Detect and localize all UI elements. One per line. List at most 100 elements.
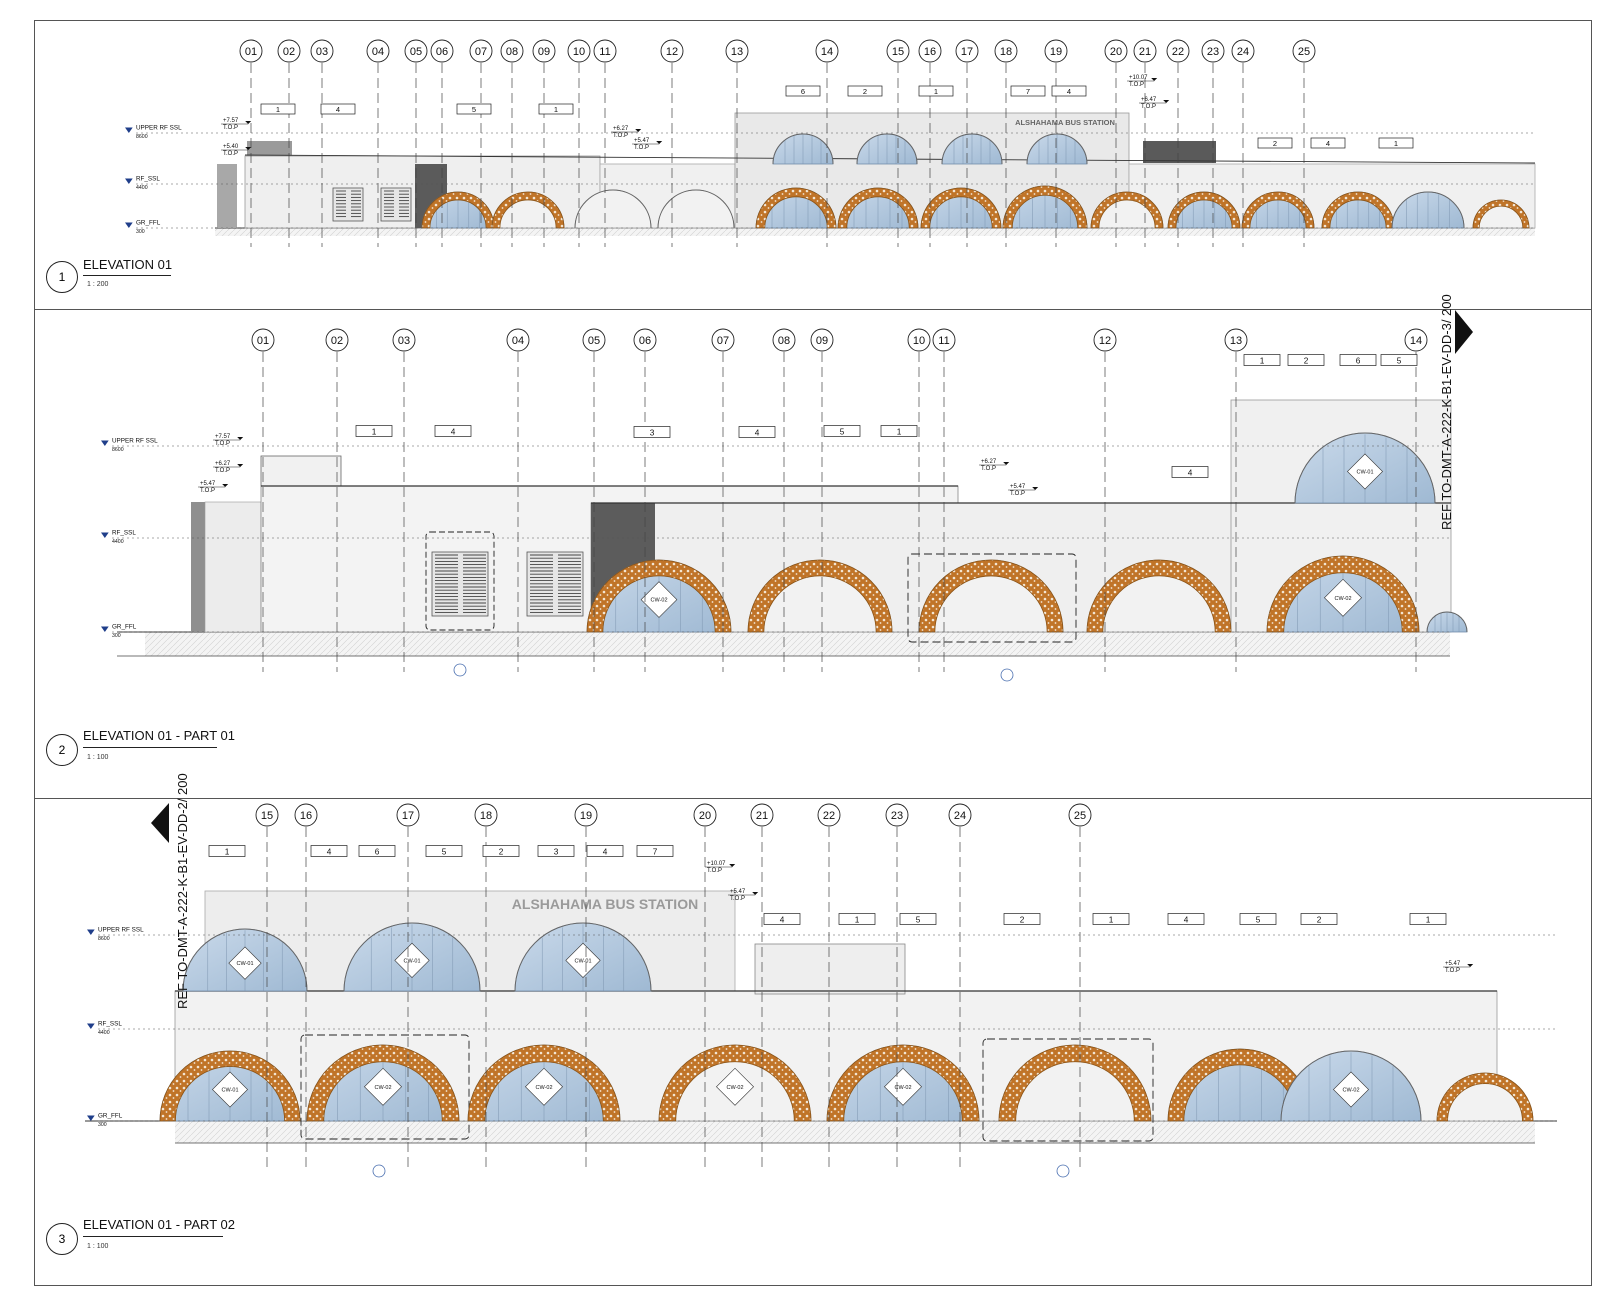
level-value: 300 xyxy=(136,229,145,235)
arch-bay: CW-02 xyxy=(1280,1050,1422,1122)
grid-label: 11 xyxy=(599,46,610,58)
grid-label: 20 xyxy=(699,810,711,822)
view-number-badge: 2 xyxy=(46,734,78,766)
top-elevation-value: +10.07 xyxy=(1129,75,1148,81)
grid-bubble xyxy=(772,328,796,352)
top-arrow-icon xyxy=(237,464,244,467)
grid-bubble xyxy=(239,39,263,63)
grid-label: 15 xyxy=(892,46,904,58)
material-tag-label: 1 xyxy=(225,847,230,856)
top-elevation-value: +10.07 xyxy=(707,861,726,867)
grid-bubble xyxy=(366,39,390,63)
grid-label: 18 xyxy=(480,810,492,822)
material-tag-box xyxy=(785,85,821,97)
top-elevation-value: +6.27 xyxy=(613,126,629,132)
level-value: 4400 xyxy=(136,185,148,191)
side-wall xyxy=(204,501,262,633)
perforated-arch-screen xyxy=(1436,1072,1534,1122)
material-tag-label: 2 xyxy=(1304,356,1309,365)
top-elevation-label: T.O.P xyxy=(1445,968,1460,974)
arch-outline xyxy=(182,928,308,992)
material-tag-box xyxy=(738,426,776,438)
grid-label: 24 xyxy=(1237,46,1249,58)
top-elevation-label: T.O.P xyxy=(200,488,215,494)
grid-bubble xyxy=(907,328,931,352)
material-tag-box xyxy=(1051,85,1087,97)
grid-label: 13 xyxy=(731,46,743,58)
material-tag-label: 4 xyxy=(1326,139,1330,148)
material-tag-box xyxy=(1239,913,1277,925)
grid-label: 19 xyxy=(580,810,592,822)
view-title-underline xyxy=(83,275,171,276)
callout-boundary xyxy=(425,531,495,631)
arch-bay: CW-02 xyxy=(467,1044,621,1122)
grid-bubble xyxy=(815,39,839,63)
grid-label: 10 xyxy=(913,335,925,347)
top-elevation-value: +5.47 xyxy=(634,138,650,144)
level-value: 300 xyxy=(112,633,121,639)
top-elevation-label: T.O.P xyxy=(215,441,230,447)
top-arrow-icon xyxy=(1163,100,1170,103)
grid-bubble xyxy=(1166,39,1190,63)
arch-bay xyxy=(1167,191,1241,229)
grid-label: 02 xyxy=(283,46,295,58)
top-arrow-icon xyxy=(1151,78,1158,81)
top-elevation-value: +5.47 xyxy=(1010,484,1026,490)
level-marker-icon xyxy=(125,222,133,228)
arch-bay xyxy=(755,187,837,229)
arch-bay: CW-02 xyxy=(826,1044,980,1122)
material-tag-label: 4 xyxy=(755,428,760,437)
grid-bubble xyxy=(574,803,598,827)
material-tag-label: 5 xyxy=(916,915,921,924)
view-title-underline xyxy=(83,747,217,748)
glazing-tag-diamond xyxy=(1333,1071,1369,1108)
section-marker-icon xyxy=(372,1164,386,1178)
material-tag-box xyxy=(310,845,348,857)
callout-boundary xyxy=(300,1034,470,1140)
material-tag-label: 1 xyxy=(554,105,558,114)
arch-outline xyxy=(657,189,735,229)
arch-outline xyxy=(1391,191,1465,229)
section-marker-icon xyxy=(1056,1164,1070,1178)
section-marker-icon xyxy=(453,663,467,677)
material-tag-box xyxy=(1287,354,1325,366)
arch-bay xyxy=(574,189,652,229)
grid-label: 17 xyxy=(961,46,973,58)
grid-bubble xyxy=(1104,39,1128,63)
side-wall-dark xyxy=(191,502,205,632)
arch-bay: CW-01 xyxy=(1294,432,1436,504)
grid-bubble xyxy=(277,39,301,63)
grid-bubble xyxy=(251,328,275,352)
arch-bay xyxy=(1436,1072,1534,1122)
arch-bay xyxy=(1321,191,1395,229)
view-title-underline xyxy=(83,1236,223,1237)
material-tag-box xyxy=(1409,913,1447,925)
arch-outline xyxy=(1280,1050,1422,1122)
arch-bay: CW-01 xyxy=(182,928,308,992)
arch-bay xyxy=(998,1044,1152,1122)
material-tag-label: 5 xyxy=(1397,356,1402,365)
top-elevation-value: +7.57 xyxy=(223,118,239,124)
top-arrow-icon xyxy=(1032,487,1039,490)
material-tag-label: 5 xyxy=(472,105,476,114)
top-elevation-value: +5.47 xyxy=(730,889,746,895)
grid-bubble xyxy=(885,803,909,827)
arch-bay: CW-02 xyxy=(1266,555,1420,633)
arch-bay xyxy=(1472,199,1530,229)
material-tag-box xyxy=(434,425,472,437)
level-value: 8600 xyxy=(98,936,110,942)
grid-label: 20 xyxy=(1110,46,1122,58)
arch-outline xyxy=(1026,133,1088,165)
level-name: RF_SSL xyxy=(98,1021,122,1028)
level-marker-icon xyxy=(101,440,109,446)
arch-outline xyxy=(856,133,918,165)
material-tag-label: 1 xyxy=(897,427,902,436)
grid-bubble xyxy=(1044,39,1068,63)
grid-label: 16 xyxy=(300,810,312,822)
grid-bubble xyxy=(593,39,617,63)
glazing-tag-diamond xyxy=(640,581,678,618)
top-arrow-icon xyxy=(1467,964,1474,967)
material-tag-box xyxy=(1243,354,1281,366)
glazing-tag-diamond xyxy=(364,1067,402,1106)
